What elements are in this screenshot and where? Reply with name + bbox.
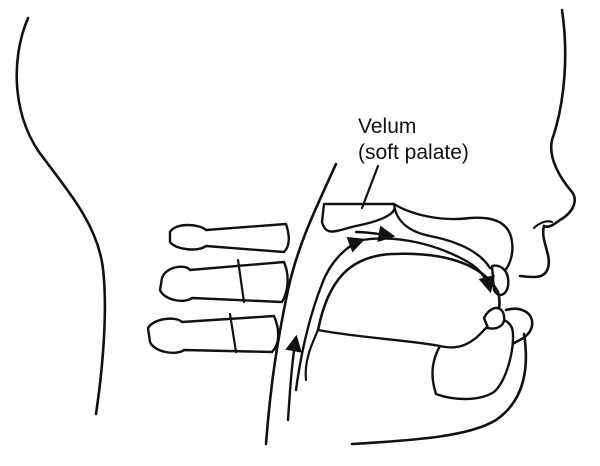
vertebra-middle [158, 260, 289, 304]
vertebra-bottom [146, 314, 280, 354]
pharynx-back-wall [264, 162, 338, 446]
airflow-arrow-velum [354, 225, 396, 243]
lower-teeth [482, 306, 506, 330]
lower-lip-outline [504, 307, 534, 346]
velum-label-line2: (soft palate) [358, 141, 469, 164]
head-back-outline [15, 16, 107, 416]
face-profile-outline [542, 8, 576, 229]
airflow-line-lower [285, 334, 302, 422]
lower-jaw [317, 318, 515, 401]
upper-teeth [490, 264, 510, 297]
velum-leader-line [360, 164, 380, 210]
cervical-vertebrae [146, 222, 290, 354]
chin-throat-outline [350, 332, 528, 446]
velum-shape [320, 202, 396, 233]
vertebra-middle-divider [236, 258, 246, 304]
airflow-line-pharynx [294, 236, 366, 392]
upper-lip-outline [518, 224, 551, 279]
epiglottis [304, 328, 320, 382]
vertebra-bottom-divider [228, 312, 238, 354]
vertebra-top [168, 222, 290, 254]
velum-label-line1: Velum [358, 115, 417, 138]
tongue-outline [316, 252, 501, 332]
velum-label: Velum (soft palate) [358, 114, 469, 166]
nostril-mark [532, 220, 554, 230]
hard-palate [392, 202, 514, 274]
